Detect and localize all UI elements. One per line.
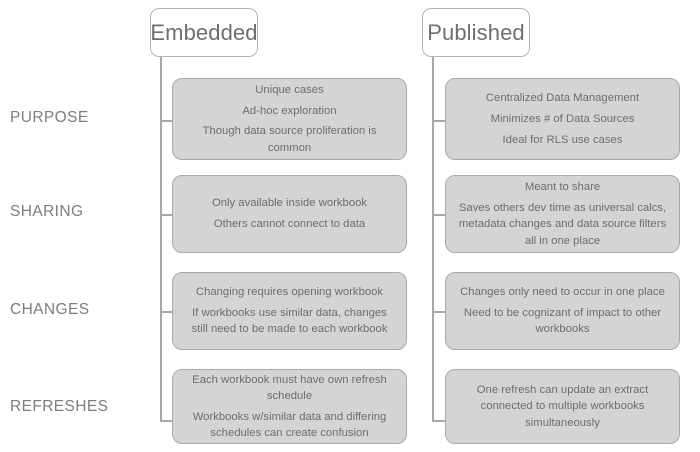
connector-stub-embedded-sharing — [160, 214, 173, 216]
card-line: Only available inside workbook — [211, 197, 368, 210]
card-line: Saves others dev time as universal calcs… — [458, 201, 667, 247]
connector-stub-embedded-purpose — [160, 120, 173, 122]
card-line: Others cannot connect to data — [213, 218, 366, 231]
connector-trunk-embedded — [160, 57, 162, 422]
card-published-refreshes: One refresh can update an extract connec… — [445, 369, 680, 444]
card-line: Minimizes # of Data Sources — [490, 112, 635, 125]
card-embedded-changes: Changing requires opening workbook If wo… — [172, 272, 407, 350]
row-label-refreshes: REFRESHES — [10, 398, 109, 415]
card-line: One refresh can update an extract connec… — [476, 383, 649, 429]
card-line: Changes only need to occur in one place — [460, 286, 665, 299]
card-published-sharing: Meant to share Saves others dev time as … — [445, 175, 680, 253]
card-line: If workbooks use similar data, changes s… — [191, 307, 388, 336]
card-line: Workbooks w/similar data and differing s… — [192, 410, 387, 440]
card-line: Unique cases — [255, 83, 324, 96]
card-published-purpose: Centralized Data Management Minimizes # … — [445, 78, 680, 160]
card-line: Ad-hoc exploration — [242, 104, 337, 117]
row-label-sharing: SHARING — [10, 203, 84, 220]
column-header-embedded-label: Embedded — [150, 19, 258, 45]
card-line: Centralized Data Management — [485, 92, 640, 105]
connector-stub-published-changes — [432, 311, 445, 313]
card-line: Ideal for RLS use cases — [502, 133, 623, 146]
connector-stub-published-purpose — [432, 120, 445, 122]
card-line: Though data source proliferation is comm… — [202, 125, 377, 154]
row-label-purpose: PURPOSE — [10, 109, 89, 126]
card-line: Changing requires opening workbook — [195, 286, 384, 299]
connector-stub-embedded-changes — [160, 311, 173, 313]
column-header-embedded: Embedded — [150, 8, 258, 57]
card-line: Meant to share — [524, 181, 601, 194]
column-header-published-label: Published — [427, 19, 525, 45]
row-label-changes: CHANGES — [10, 301, 90, 318]
card-embedded-sharing: Only available inside workbook Others ca… — [172, 175, 407, 253]
connector-stub-published-refreshes — [432, 420, 445, 422]
connector-stub-published-sharing — [432, 214, 445, 216]
card-line: Each workbook must have own refresh sche… — [192, 373, 387, 402]
connector-stub-embedded-refreshes — [160, 420, 173, 422]
card-embedded-purpose: Unique cases Ad-hoc exploration Though d… — [172, 78, 407, 160]
card-line: Need to be cognizant of impact to other … — [463, 307, 662, 336]
column-header-published: Published — [422, 8, 530, 57]
card-embedded-refreshes: Each workbook must have own refresh sche… — [172, 369, 407, 444]
card-published-changes: Changes only need to occur in one place … — [445, 272, 680, 350]
connector-trunk-published — [432, 57, 434, 422]
